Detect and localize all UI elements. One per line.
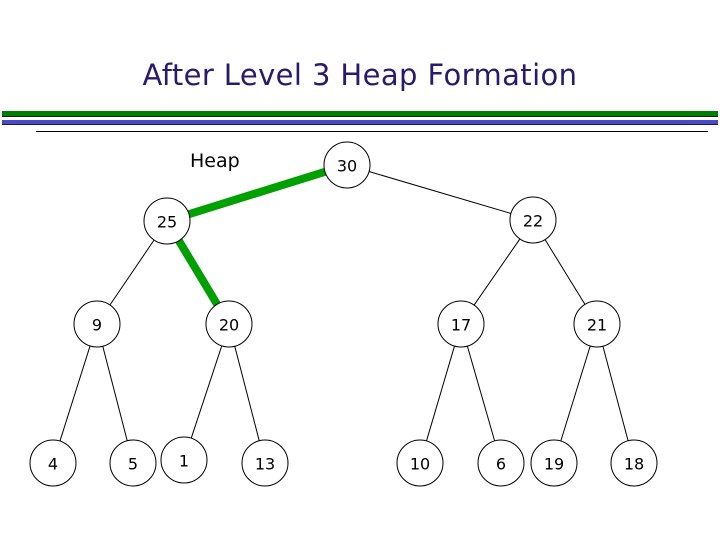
tree-edge-n21-n19 [560, 345, 591, 442]
tree-edge-n9-n4 [59, 345, 91, 442]
divider-blue-bar [2, 120, 718, 124]
tree-node-25 [143, 197, 191, 245]
heap-caption-label: Heap [190, 150, 240, 172]
tree-node-6 [477, 439, 525, 487]
tree-node-1 [160, 436, 208, 484]
tree-nodes [29, 141, 658, 487]
tree-node-5 [109, 439, 157, 487]
tree-edge-n30-n22 [368, 171, 512, 214]
divider-dark-line-upper [2, 116, 718, 117]
tree-edge-n21-n18 [602, 346, 629, 441]
tree-node-17 [437, 300, 485, 348]
tree-edge-n25-n20 [174, 236, 222, 309]
tree-edge-n20-n13 [234, 346, 260, 441]
divider-green-bar [2, 111, 718, 116]
tree-edge-n25-n9 [109, 239, 155, 306]
page-title: After Level 3 Heap Formation [142, 58, 578, 92]
tree-edge-n30-n25 [184, 167, 330, 219]
tree-edge-n17-n6 [466, 345, 496, 442]
tree-node-21 [573, 300, 621, 348]
tree-node-19 [530, 439, 578, 487]
tree-edge-n17-n10 [426, 345, 455, 442]
tree-node-18 [610, 439, 658, 487]
tree-edge-n9-n5 [102, 346, 128, 441]
tree-node-4 [29, 439, 77, 487]
tree-node-20 [205, 300, 253, 348]
tree-edge-n22-n21 [544, 239, 586, 305]
tree-node-30 [323, 141, 371, 189]
tree-node-10 [396, 439, 444, 487]
tree-edges [59, 171, 629, 442]
tree-node-22 [509, 196, 557, 244]
divider-dark-line-lower [2, 124, 718, 125]
tree-node-9 [73, 300, 121, 348]
divider-gap [2, 117, 718, 120]
tree-highlighted-path [174, 167, 330, 309]
tree-edge-n22-n17 [473, 238, 521, 306]
tree-node-13 [241, 439, 289, 487]
divider-thin-black-line [36, 131, 708, 132]
tree-edge-n20-n1 [190, 345, 223, 439]
